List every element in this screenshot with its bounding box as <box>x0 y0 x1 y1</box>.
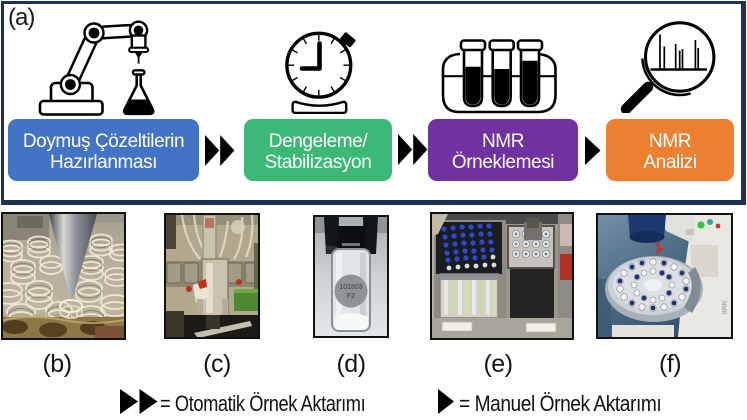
svg-text:NMR: NMR <box>720 301 726 315</box>
svg-text:F2: F2 <box>347 293 355 300</box>
svg-text:101803: 101803 <box>339 284 362 291</box>
